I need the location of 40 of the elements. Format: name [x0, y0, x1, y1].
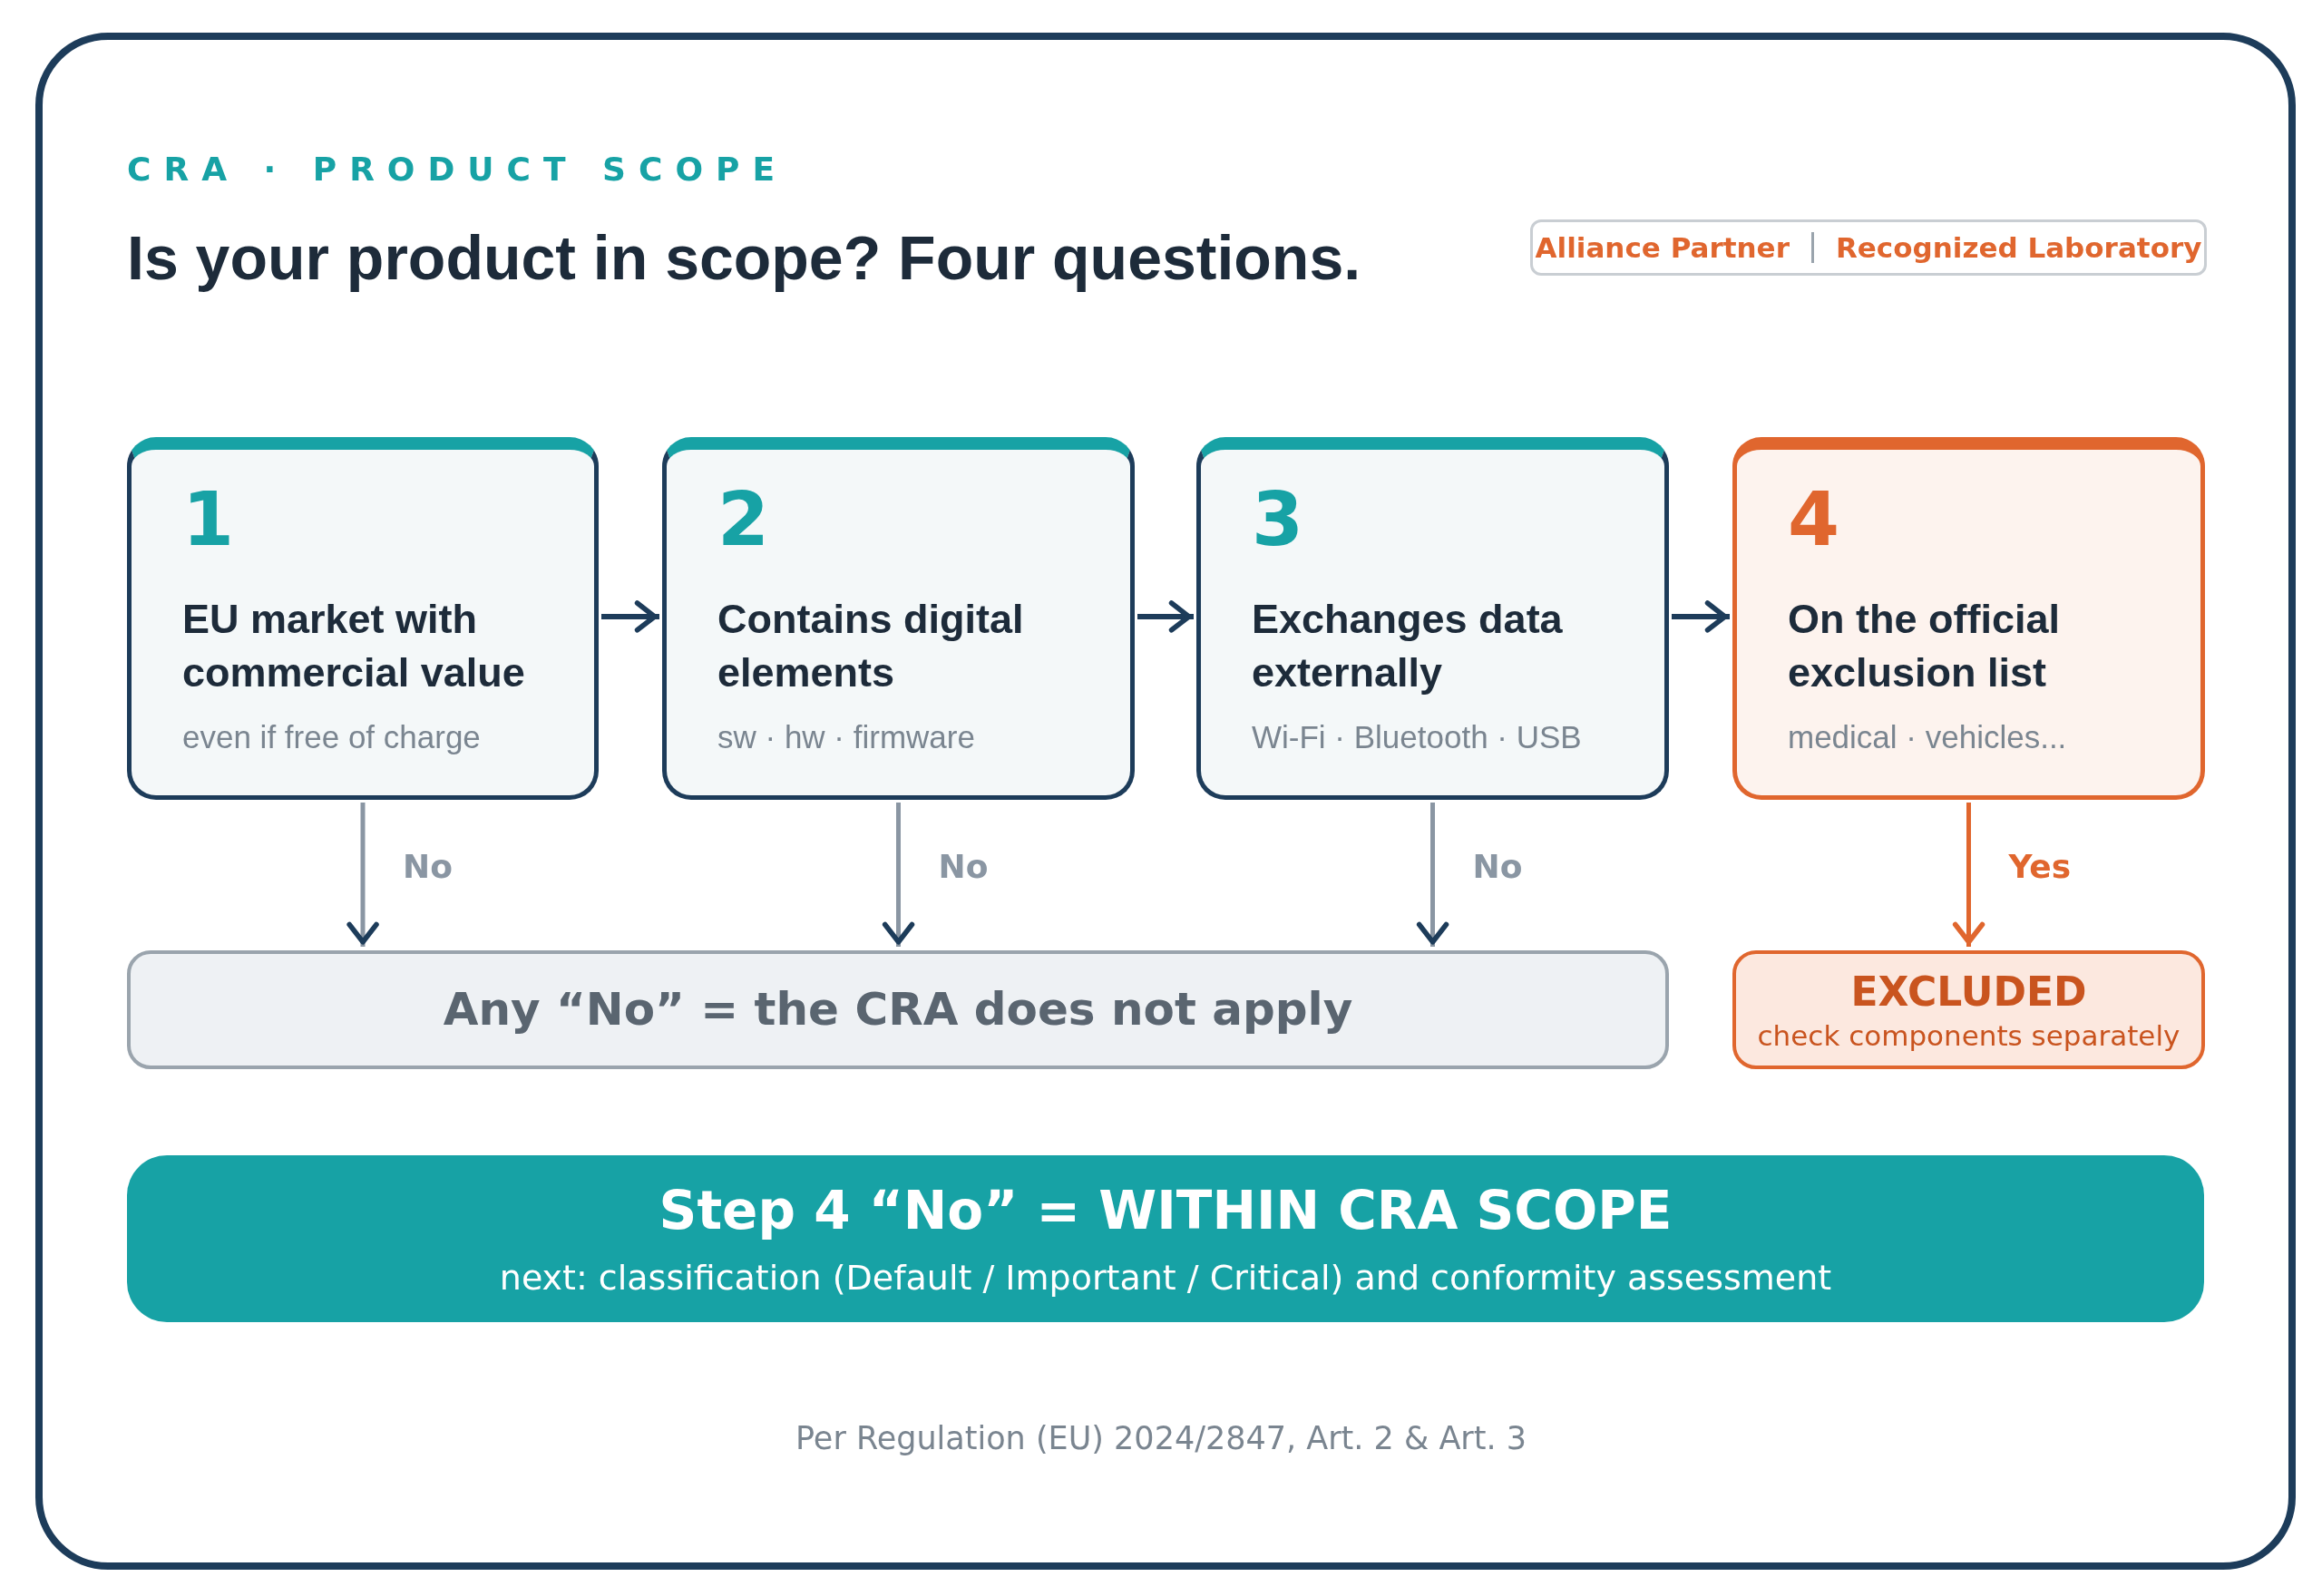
arrow: [1951, 803, 1986, 947]
scope-heading: Step 4 “No” = WITHIN CRA SCOPE: [659, 1178, 1673, 1243]
excluded-box: [1732, 950, 2205, 1069]
arrow: [1672, 598, 1730, 635]
scope-banner: [127, 1155, 2204, 1322]
question-text: Exchanges data externally: [1252, 595, 1564, 697]
arrow: [1137, 598, 1194, 635]
question-text: On the official exclusion list: [1788, 595, 2061, 697]
step-number: 3: [1252, 482, 1304, 557]
examples-text: even if free of charge: [182, 719, 481, 755]
edge-label: No: [1472, 848, 1523, 885]
result-box: [127, 950, 1669, 1069]
question-text: EU market with commercial value: [182, 595, 526, 697]
question-text: Contains digital elements: [717, 595, 1025, 697]
scope-note: next: classification (Default / Important / Critical) and conformity assessment: [499, 1257, 1832, 1299]
page-title: Is your product in scope? Four questions.: [127, 222, 1361, 293]
edge-label: Yes: [2008, 848, 2072, 885]
excluded-heading: EXCLUDED: [1850, 967, 2087, 1017]
edge-label: No: [938, 848, 989, 885]
question-box: [662, 437, 1135, 800]
examples-text: sw · hw · firmware: [717, 719, 975, 755]
excluded-note: check components separately: [1757, 1017, 2181, 1054]
arrow: [345, 803, 381, 947]
badge-text: Alliance Partner: [1535, 231, 1790, 264]
examples-text: medical · vehicles...: [1788, 719, 2067, 755]
result-text: Any “No” = the CRA does not apply: [443, 982, 1353, 1037]
arrow: [601, 598, 659, 635]
step-number: 4: [1788, 482, 1840, 557]
badge-text: Recognized Laboratory: [1835, 231, 2202, 264]
kicker-text: CRA · PRODUCT SCOPE: [127, 151, 787, 188]
step-number: 1: [182, 482, 235, 557]
question-box: [1732, 437, 2205, 800]
question-box: [127, 437, 599, 800]
question-box: [1196, 437, 1669, 800]
arrow: [1415, 803, 1450, 947]
footnote: Per Regulation (EU) 2024/2847, Art. 2 & Art. 3: [795, 1420, 1527, 1456]
step-number: 2: [717, 482, 770, 557]
arrow: [881, 803, 916, 947]
examples-text: Wi-Fi · Bluetooth · USB: [1252, 719, 1582, 755]
edge-label: No: [403, 848, 453, 885]
